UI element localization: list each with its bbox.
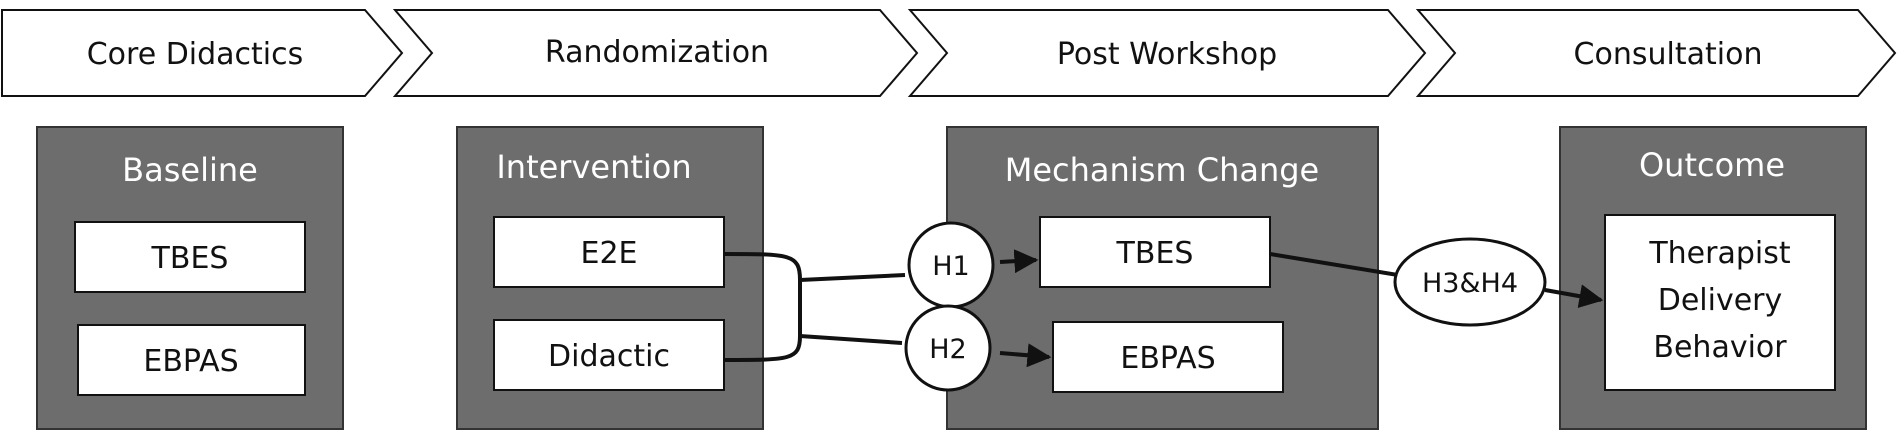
node-label-line: Delivery xyxy=(1658,283,1783,318)
panel-mechanism-change: Mechanism Change TBES EBPAS xyxy=(946,126,1379,430)
node-label-line: Behavior xyxy=(1653,330,1787,365)
panel-title: Mechanism Change xyxy=(1005,151,1319,189)
node-didactic xyxy=(493,319,725,391)
edge-h1-to-tbes xyxy=(999,249,1039,274)
phase-chevron-core-didactics: Core Didactics xyxy=(1,9,404,97)
edge-to-h2 xyxy=(799,334,903,345)
phase-chevron-consultation: Consultation xyxy=(1415,9,1897,97)
phase-label: Consultation xyxy=(1574,37,1763,72)
node-baseline-tbes xyxy=(74,221,306,293)
edge-to-h1 xyxy=(799,273,906,282)
node-label: EBPAS xyxy=(1120,341,1215,376)
panel-baseline: Baseline TBES EBPAS xyxy=(36,126,344,430)
phase-chevron-randomization: Randomization xyxy=(392,9,919,97)
panel-title: Baseline xyxy=(122,151,258,189)
node-label-line: Therapist xyxy=(1648,236,1791,271)
edge-h3h4-to-outcome xyxy=(1544,284,1604,309)
hypothesis-h3-h4: H3&H4 xyxy=(1393,237,1547,327)
phase-label: Core Didactics xyxy=(87,37,304,72)
node-therapist-delivery-behavior xyxy=(1604,214,1836,391)
phase-label: Randomization xyxy=(545,35,769,70)
node-mechanism-tbes xyxy=(1039,216,1271,288)
phase-label: Post Workshop xyxy=(1057,37,1277,72)
panel-intervention: Intervention E2E Didactic xyxy=(456,126,764,430)
panel-title: Outcome xyxy=(1639,146,1785,184)
panel-outcome: Outcome Therapist Delivery Behavior xyxy=(1559,126,1867,430)
hypothesis-h1: H1 xyxy=(907,221,995,309)
panel-title: Intervention xyxy=(496,148,691,186)
node-mechanism-ebpas xyxy=(1052,321,1284,393)
hypothesis-label: H1 xyxy=(932,251,969,282)
node-label: TBES xyxy=(151,241,229,276)
hypothesis-h2: H2 xyxy=(904,304,992,392)
node-label: TBES xyxy=(1116,236,1194,271)
node-e2e xyxy=(493,216,725,288)
phase-chevron-post-workshop: Post Workshop xyxy=(907,9,1427,97)
hypothesis-label: H2 xyxy=(929,334,966,365)
node-label: E2E xyxy=(581,236,638,271)
edge-h2-to-ebpas xyxy=(999,343,1052,368)
edge-tbes-to-h3h4 xyxy=(1269,252,1399,277)
node-baseline-ebpas xyxy=(77,324,306,396)
node-label: Didactic xyxy=(548,339,670,374)
hypothesis-label: H3&H4 xyxy=(1422,268,1518,299)
node-label: EBPAS xyxy=(143,344,238,379)
